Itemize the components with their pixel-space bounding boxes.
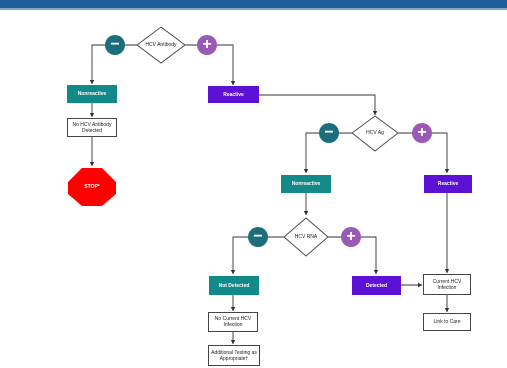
plus-circle-antibody [197, 35, 217, 55]
minus-icon: − [110, 36, 120, 53]
stop-label: STOP* [84, 184, 100, 190]
minus-circle-ag [319, 123, 339, 143]
connector-reactive-to-hcv-ag [259, 94, 378, 116]
minus-circle-rna [248, 227, 268, 247]
decision-diamond-hcv-ag [351, 115, 399, 152]
reactive-antibody-box: Reactive [208, 86, 259, 103]
not-detected-box: Not Detected [209, 276, 259, 295]
plus-circle-ag [412, 123, 432, 143]
minus-circle-antibody [105, 35, 125, 55]
minus-icon: − [324, 124, 334, 141]
no-hcv-antibody-box: No HCV Antibody Detected [67, 118, 117, 137]
reactive-ag-box: Reactive [424, 175, 472, 193]
decision-diamond-hcv-rna [283, 217, 329, 257]
stop-octagon [68, 168, 116, 206]
hcv-antibody-label: HCV Antibody [145, 42, 177, 48]
minus-icon: − [253, 228, 263, 245]
hcv-ag-label: HCV Ag [366, 130, 384, 136]
plus-circle-rna [341, 227, 361, 247]
plus-icon: + [417, 124, 427, 141]
no-current-hcv-infection-box: No Current HCV Infection [208, 312, 258, 332]
hcv-rna-label: HCV RNA [294, 234, 318, 240]
nonreactive-ag-box: Nonreactive [281, 175, 331, 193]
nonreactive-antibody-box: Nonreactive [67, 85, 117, 103]
header-bar [0, 0, 507, 8]
detected-box: Detected [352, 276, 401, 295]
header-divider [0, 8, 507, 10]
current-hcv-infection-box: Current HCV Infection [423, 274, 471, 295]
plus-icon: + [346, 228, 356, 245]
plus-icon: + [202, 36, 212, 53]
decision-diamond-hcv-antibody [136, 26, 186, 64]
additional-testing-box: Additional Testing as Appropriate† [208, 345, 260, 366]
link-to-care-box: Link to Care [423, 313, 471, 331]
